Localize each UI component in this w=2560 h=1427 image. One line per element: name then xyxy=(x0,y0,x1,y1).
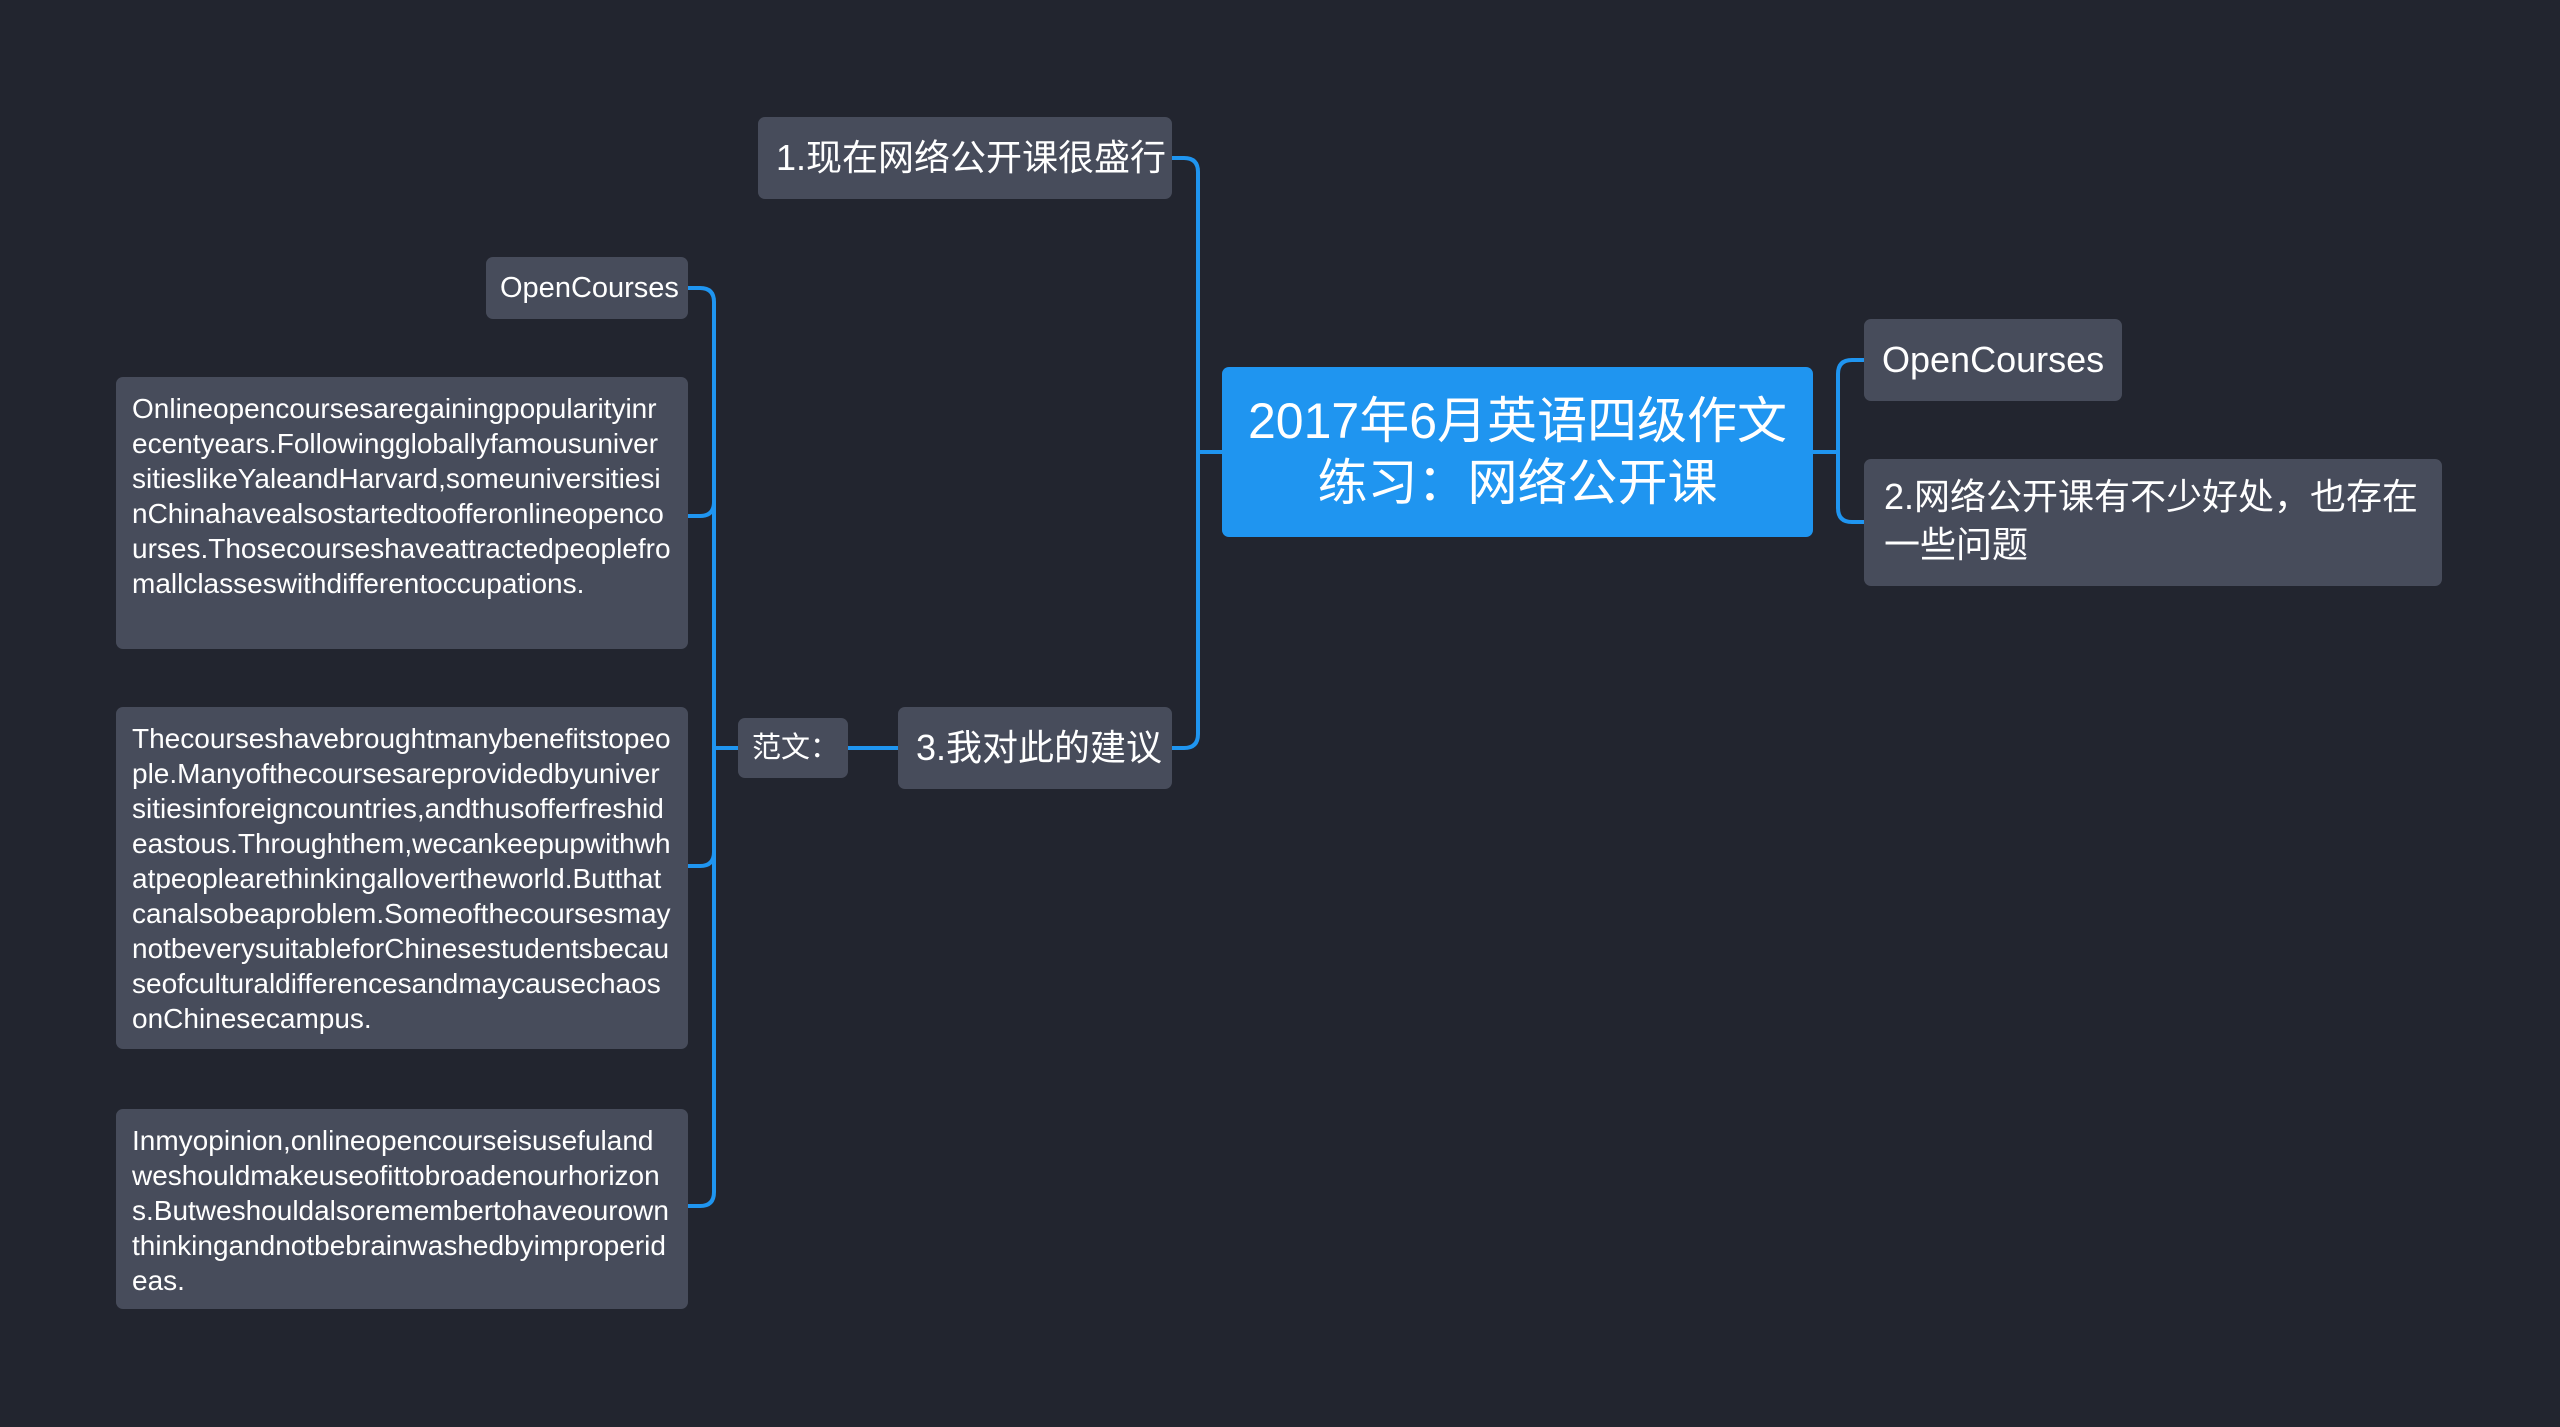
sample-paragraph-3[interactable]: Inmyopinion,onlineopencourseisusefulandw… xyxy=(116,1109,688,1309)
sample-title-label: OpenCourses xyxy=(500,272,679,304)
root-node[interactable]: 2017年6月英语四级作文练习：网络公开课 xyxy=(1222,367,1813,537)
sample-paragraph-1[interactable]: Onlineopencoursesaregainingpopularityinr… xyxy=(116,377,688,649)
sample-essay-label: 范文： xyxy=(752,732,840,764)
root-title: 2017年6月英语四级作文练习：网络公开课 xyxy=(1247,393,1788,511)
connector-sample-children xyxy=(686,286,740,1208)
sample-paragraph-3-text: Inmyopinion,onlineopencourseisusefulandw… xyxy=(132,1125,669,1296)
branch-suggestion-label: 3.我对此的建议 xyxy=(916,727,1163,768)
branch-opencourses[interactable]: OpenCourses xyxy=(1864,319,2123,401)
branch-benefits-problems-label: 2.网络公开课有不少好处，也存在一些问题 xyxy=(1884,476,2419,565)
sample-paragraph-2-text: Thecourseshavebroughtmanybenefitstopeopl… xyxy=(132,723,671,1034)
sample-title-node[interactable]: OpenCourses xyxy=(486,257,688,319)
branch-suggestion[interactable]: 3.我对此的建议 xyxy=(898,707,1172,789)
connector-root-left xyxy=(1170,156,1224,750)
branch-popular-label: 1.现在网络公开课很盛行 xyxy=(776,137,1167,178)
sample-essay-node[interactable]: 范文： xyxy=(738,718,848,778)
connector-root-right xyxy=(1811,358,1866,524)
branch-opencourses-label: OpenCourses xyxy=(1882,339,2105,380)
branch-popular[interactable]: 1.现在网络公开课很盛行 xyxy=(758,117,1172,199)
branch-benefits-problems[interactable]: 2.网络公开课有不少好处，也存在一些问题 xyxy=(1864,459,2442,586)
sample-paragraph-2[interactable]: Thecourseshavebroughtmanybenefitstopeopl… xyxy=(116,707,688,1049)
sample-paragraph-1-text: Onlineopencoursesaregainingpopularityinr… xyxy=(132,393,671,599)
